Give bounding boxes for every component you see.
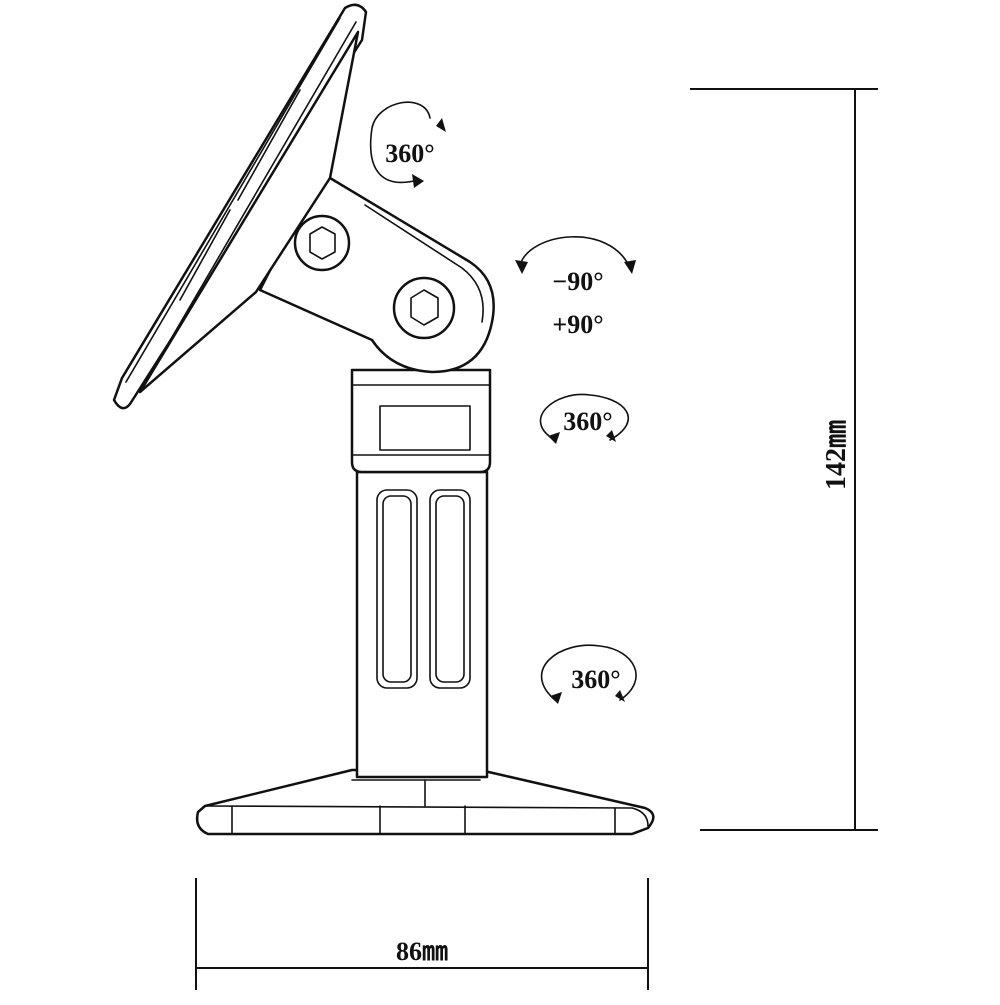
width-dimension-label: 86㎜ xyxy=(396,937,448,966)
tilt-label-plus: +90° xyxy=(552,310,603,339)
lower-pole xyxy=(355,470,489,779)
rotation-label-bottom: 360° xyxy=(571,665,620,694)
base-plate xyxy=(195,768,655,836)
tilt-label-minus: −90° xyxy=(552,267,603,296)
rotation-label-mid: 360° xyxy=(563,407,612,436)
tilt-arrow xyxy=(515,236,636,274)
rotate-arrow-mid xyxy=(539,393,630,444)
width-dimension: 86㎜ xyxy=(195,878,649,990)
speaker-plate xyxy=(112,3,368,410)
height-dimension-label: 142㎜ xyxy=(821,420,852,490)
upper-collar xyxy=(350,368,492,474)
rotation-label-top: 360° xyxy=(385,139,434,168)
tilt-arm xyxy=(258,170,495,374)
rotate-arrow-top xyxy=(369,101,446,188)
rotate-arrow-bottom xyxy=(540,644,637,704)
height-dimension: 142㎜ xyxy=(690,88,878,831)
